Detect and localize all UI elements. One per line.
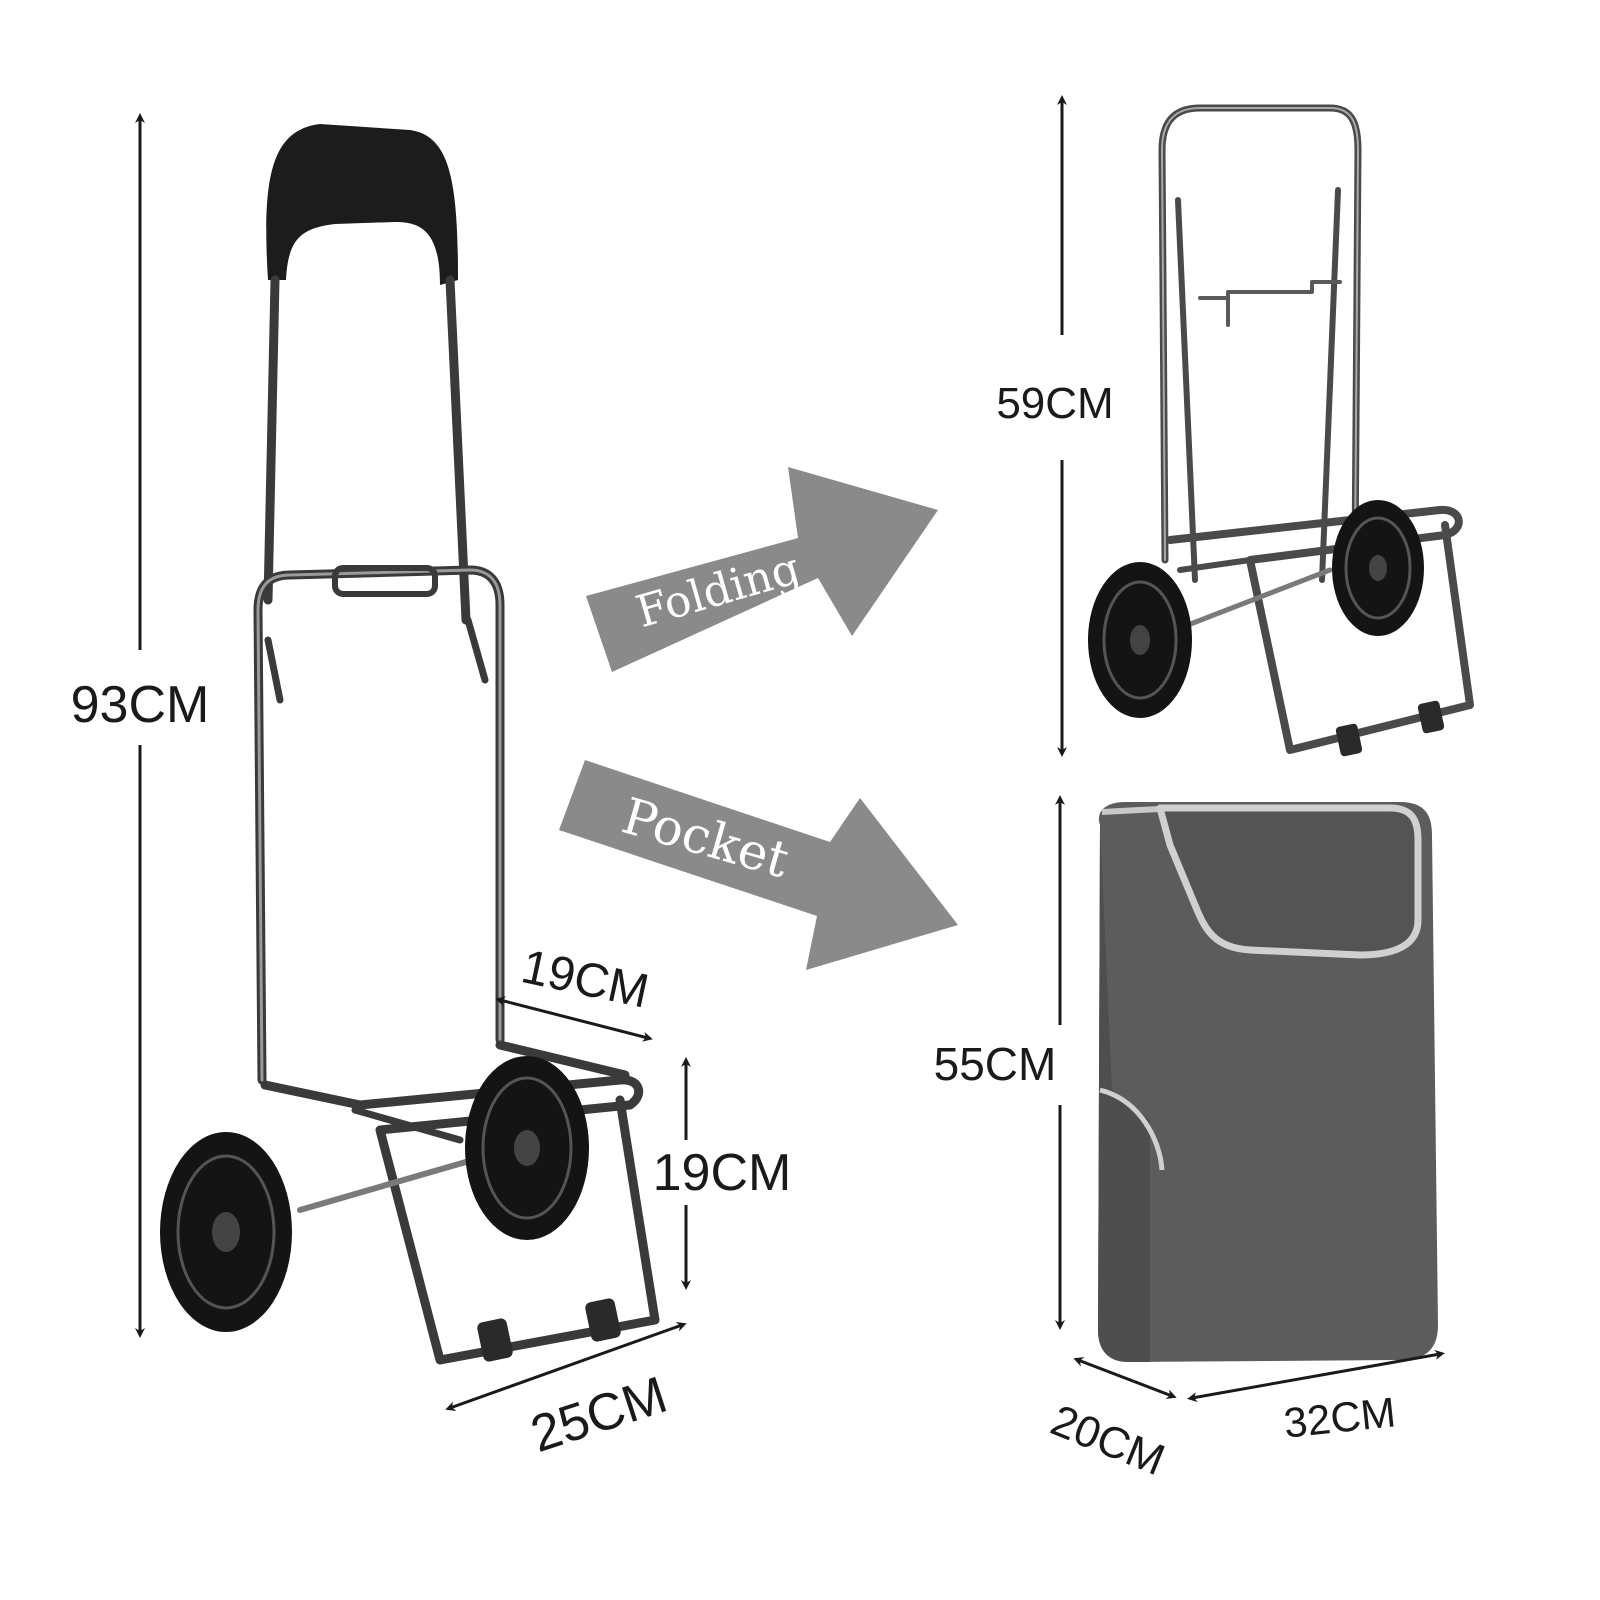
bag-height-label: 55CM	[934, 1038, 1057, 1090]
bag-depth-label: 20CM	[1044, 1396, 1171, 1485]
basket-depth-dimension: 19CM	[495, 940, 653, 1042]
folded-height-label: 59CM	[996, 379, 1113, 428]
bag-height-dimension: 55CM	[934, 795, 1065, 1330]
basket-depth-label: 19CM	[517, 940, 653, 1018]
folded-wheel-right	[1332, 500, 1424, 636]
bag-width-label: 32CM	[1282, 1388, 1398, 1446]
bag-width-dimension: 32CM	[1187, 1349, 1445, 1447]
trolley-handle	[266, 124, 458, 285]
trolley-wheel-left	[160, 1132, 292, 1332]
trolley-height-label: 93CM	[71, 676, 210, 734]
folded-trolley-icon	[1088, 104, 1474, 757]
bag-depth-dimension: 20CM	[1044, 1357, 1177, 1485]
folding-arrow: Folding	[586, 467, 938, 672]
folded-wheel-left	[1088, 562, 1192, 718]
basket-height-label: 19CM	[653, 1144, 792, 1202]
folded-height-dimension: 59CM	[996, 95, 1114, 757]
shopping-trolley-icon	[160, 124, 660, 1365]
trolley-bag-icon	[1098, 802, 1438, 1362]
trolley-height-dimension: 93CM	[71, 113, 210, 1338]
trolley-wheel-right	[465, 1056, 589, 1240]
folding-arrow-label: Folding	[631, 543, 806, 638]
basket-height-dimension: 19CM	[653, 1057, 792, 1290]
pocket-arrow: Pocket	[559, 760, 958, 970]
base-width-label: 25CM	[524, 1366, 674, 1464]
